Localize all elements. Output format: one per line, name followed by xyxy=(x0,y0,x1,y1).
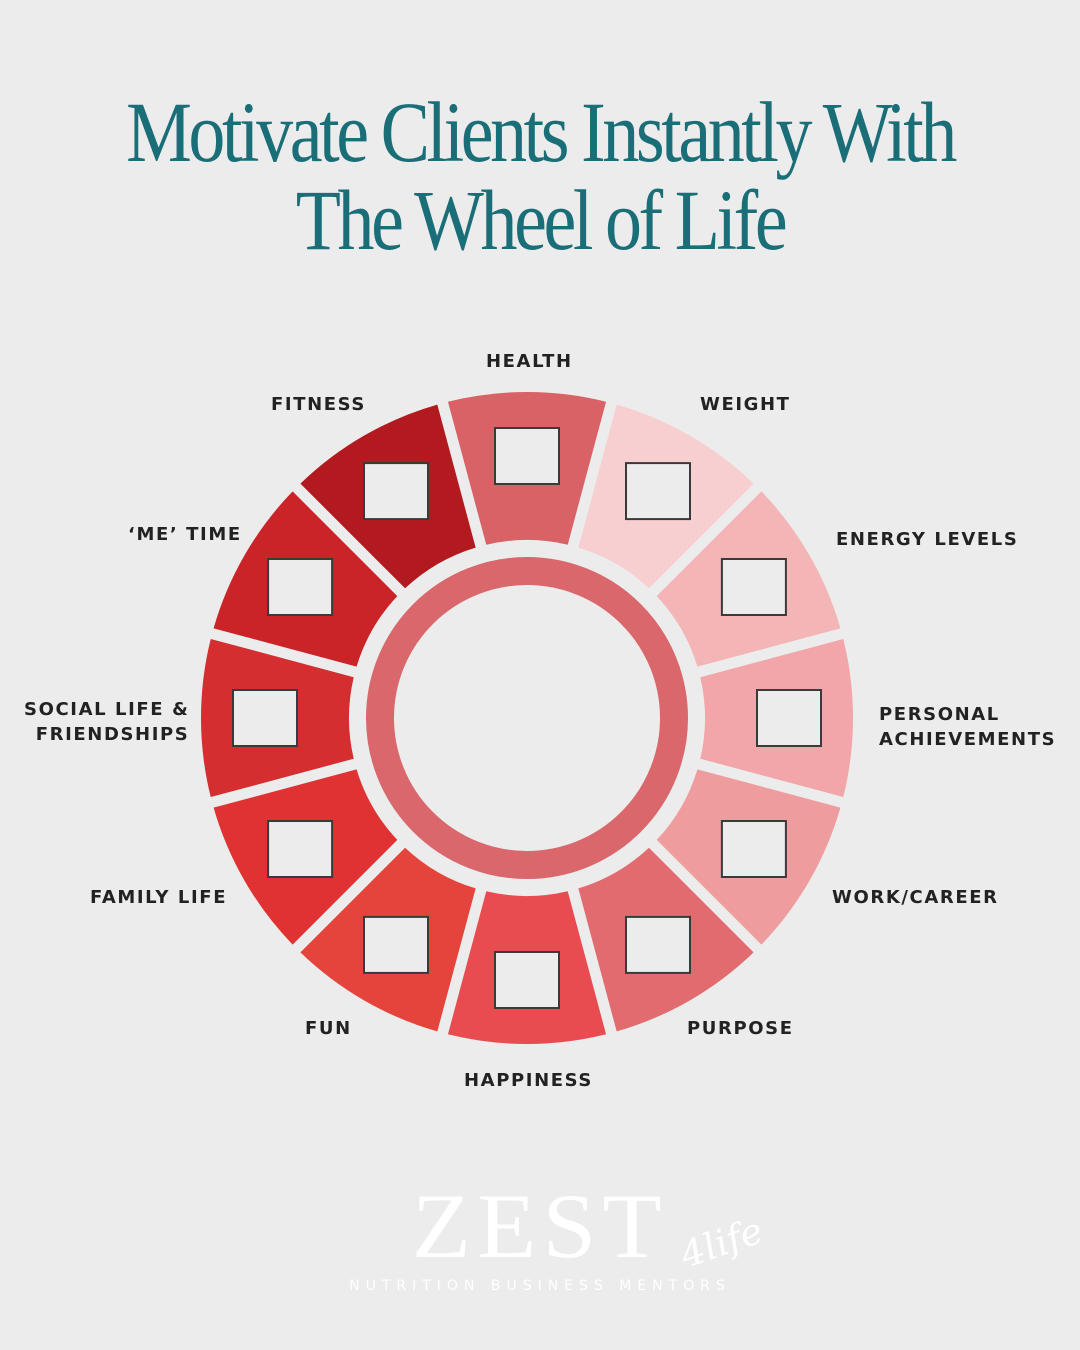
title-line-2: The Wheel of Life xyxy=(295,172,788,268)
label-personal-line-2: ACHIEVEMENTS xyxy=(879,729,1057,750)
page-title: Motivate Clients Instantly With The Whee… xyxy=(76,88,1005,264)
title-line-1: Motivate Clients Instantly With xyxy=(126,84,957,180)
center-ring xyxy=(366,557,688,879)
score-box[interactable] xyxy=(267,558,334,616)
label-social-line-1: SOCIAL LIFE & xyxy=(24,699,190,720)
score-box[interactable] xyxy=(756,689,822,747)
wheel-segments xyxy=(201,392,853,1044)
label-work-career: WORK/CAREER xyxy=(832,887,999,908)
score-box[interactable] xyxy=(363,915,429,974)
score-boxes xyxy=(232,427,822,1009)
label-fun: FUN xyxy=(305,1018,352,1039)
label-me-time: ‘ME’ TIME xyxy=(128,524,242,545)
label-energy-levels: ENERGY LEVELS xyxy=(836,529,1019,550)
score-box[interactable] xyxy=(625,462,691,521)
label-family-life: FAMILY LIFE xyxy=(90,887,228,908)
logo-tagline: NUTRITION BUSINESS MENTORS xyxy=(349,1278,731,1294)
label-purpose: PURPOSE xyxy=(687,1018,794,1039)
score-box[interactable] xyxy=(625,915,691,974)
brand-logo: ZEST 4life NUTRITION BUSINESS MENTORS xyxy=(0,1180,1080,1294)
label-personal-line-1: PERSONAL xyxy=(879,704,1000,725)
logo-main-text: ZEST xyxy=(412,1175,668,1277)
score-box[interactable] xyxy=(232,689,298,747)
score-box[interactable] xyxy=(363,462,429,521)
label-fitness: FITNESS xyxy=(271,394,366,415)
score-box[interactable] xyxy=(494,427,560,485)
score-box[interactable] xyxy=(720,558,787,616)
score-box[interactable] xyxy=(267,820,334,878)
label-social-life: SOCIAL LIFE & FRIENDSHIPS xyxy=(24,697,189,747)
label-health: HEALTH xyxy=(486,351,573,372)
score-box[interactable] xyxy=(720,820,787,878)
logo-wordmark: ZEST 4life xyxy=(412,1180,769,1277)
label-weight: WEIGHT xyxy=(700,394,791,415)
score-box[interactable] xyxy=(494,951,560,1009)
label-social-line-2: FRIENDSHIPS xyxy=(35,724,190,745)
label-happiness: HAPPINESS xyxy=(464,1070,593,1091)
label-personal-achievements: PERSONAL ACHIEVEMENTS xyxy=(879,702,1056,752)
